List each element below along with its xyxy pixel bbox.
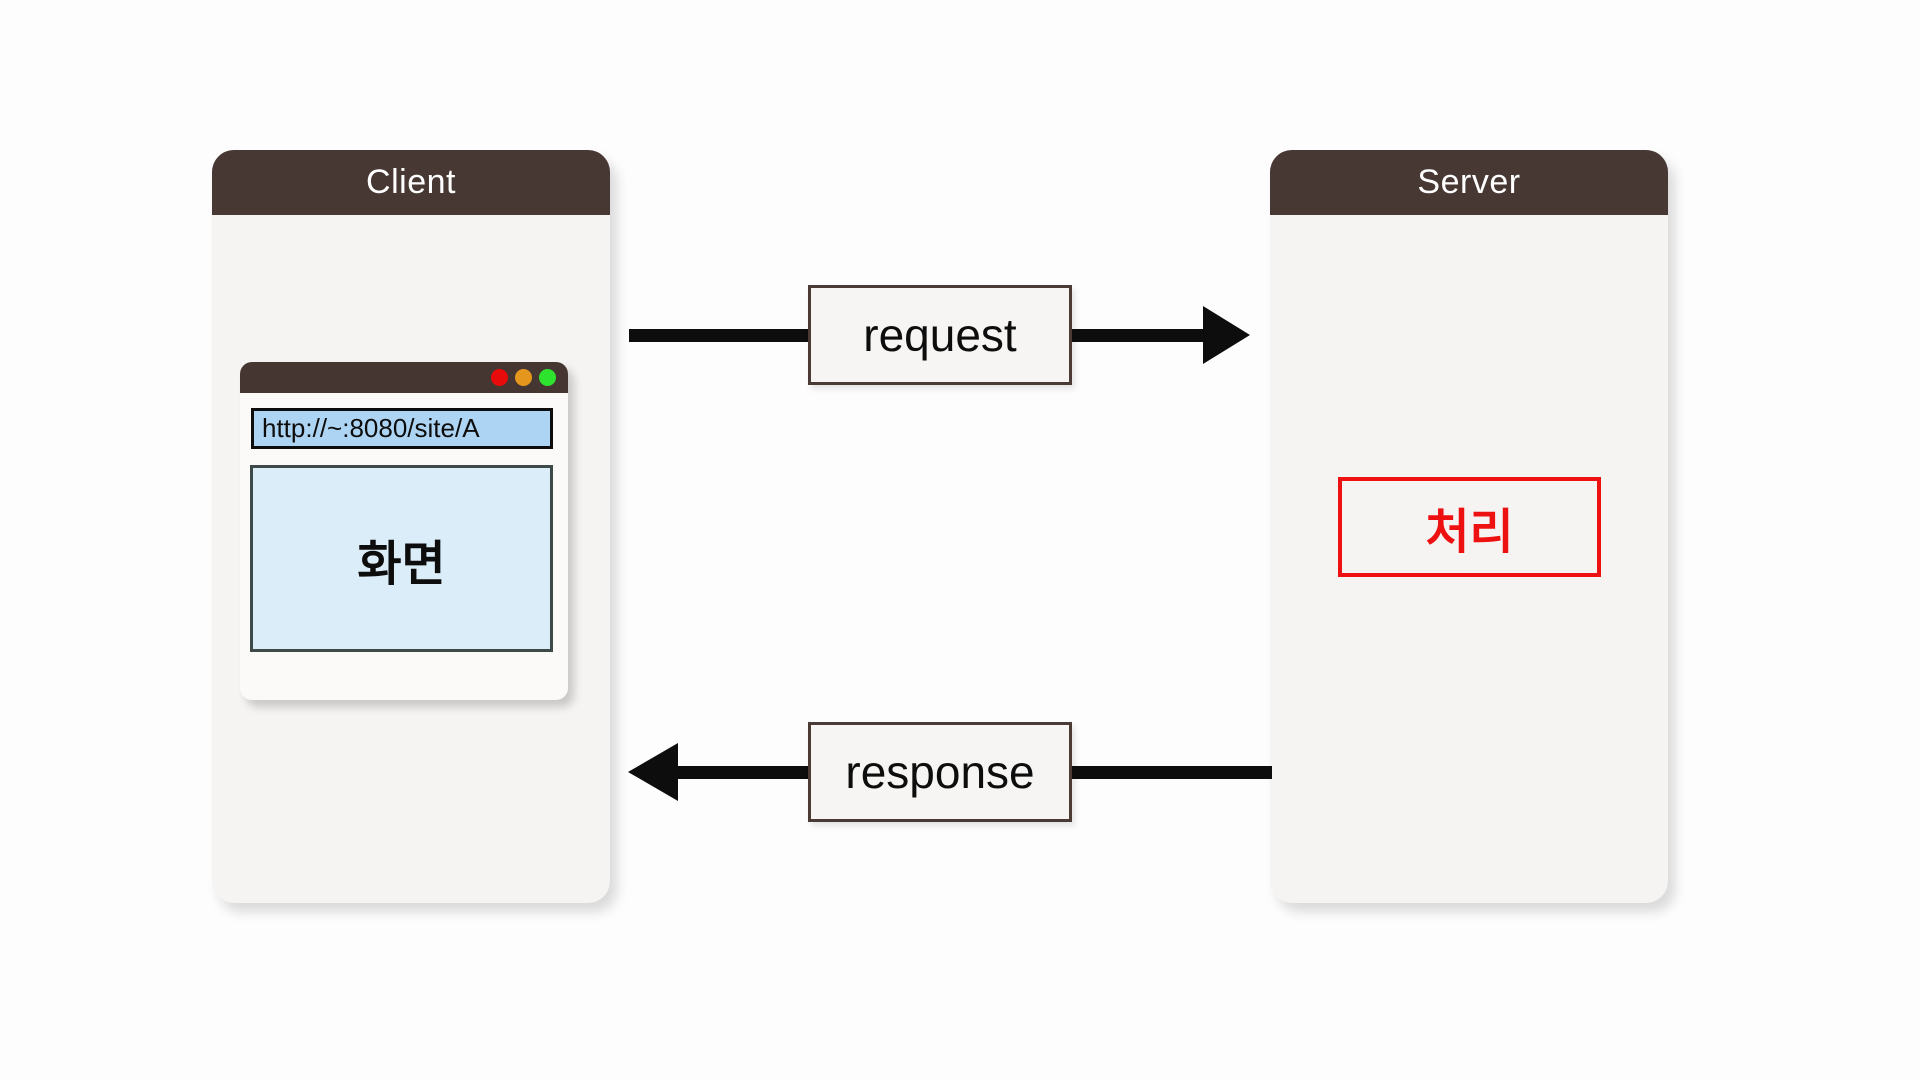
client-title: Client: [366, 163, 456, 201]
client-panel-header: Client: [212, 150, 610, 215]
traffic-light-close-icon: [491, 369, 508, 386]
server-panel-header: Server: [1270, 150, 1668, 215]
traffic-light-maximize-icon: [539, 369, 556, 386]
traffic-light-minimize-icon: [515, 369, 532, 386]
browser-screen-label: 화면: [357, 537, 446, 591]
request-arrowhead-icon: [1203, 306, 1250, 364]
server-process-box: 처리: [1338, 477, 1601, 577]
browser-screen-area: 화면: [250, 465, 553, 652]
request-label-box: request: [808, 285, 1072, 385]
response-label: response: [845, 746, 1035, 798]
response-label-box: response: [808, 722, 1072, 822]
response-arrowhead-icon: [628, 743, 678, 801]
browser-window: http://~:8080/site/A 화면: [240, 362, 568, 700]
browser-url-bar: http://~:8080/site/A: [251, 408, 553, 449]
server-panel: Server: [1270, 150, 1668, 903]
server-process-label: 처리: [1425, 506, 1514, 559]
browser-titlebar: [240, 362, 568, 393]
server-title: Server: [1417, 163, 1521, 201]
browser-url-text: http://~:8080/site/A: [262, 413, 480, 443]
request-label: request: [863, 309, 1017, 361]
